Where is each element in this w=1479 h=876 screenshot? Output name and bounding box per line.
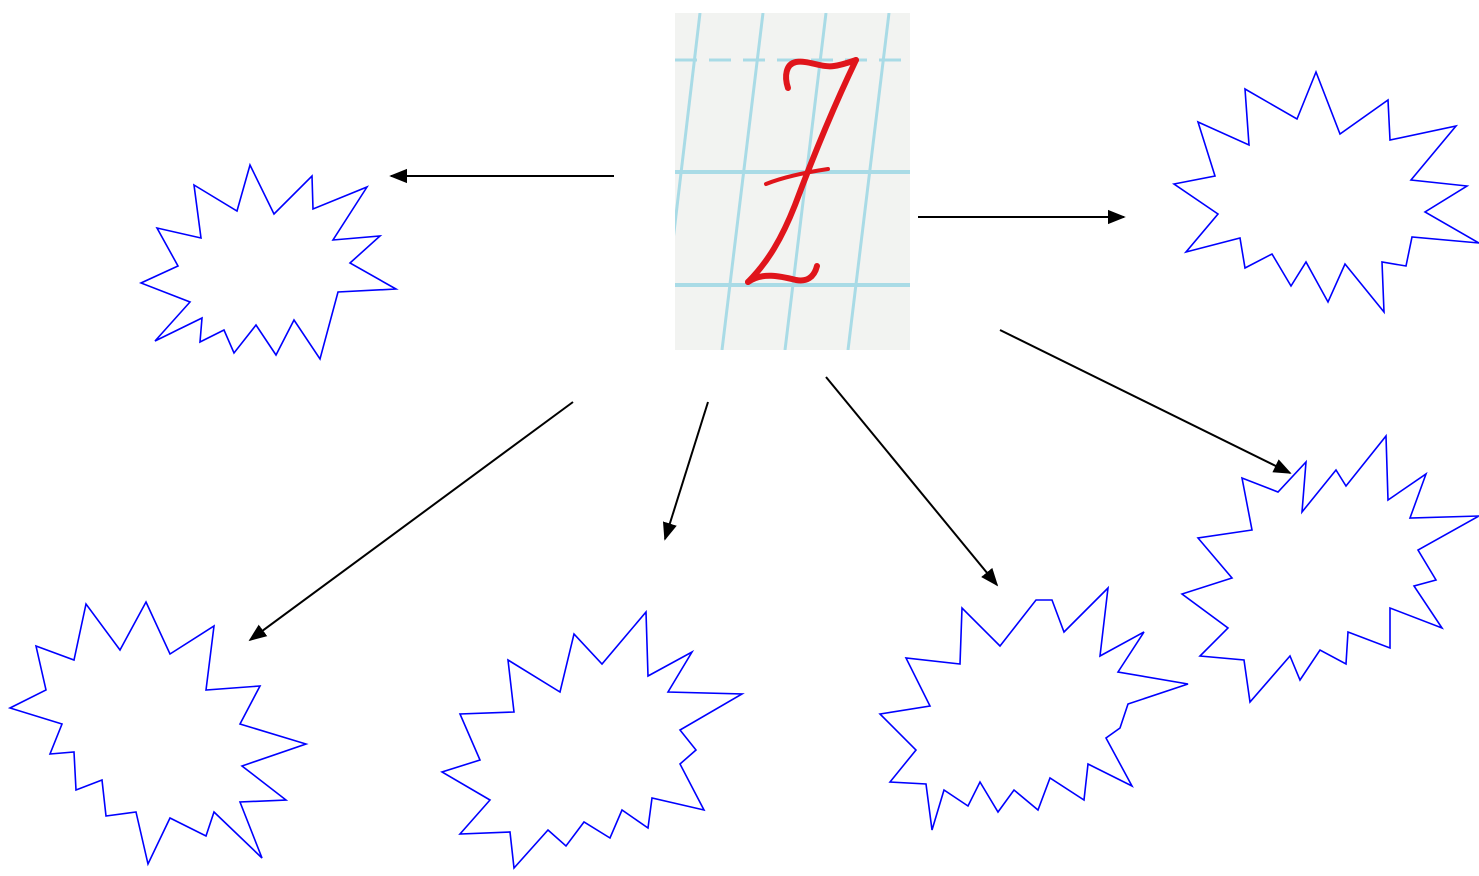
handwritten-letter-z — [745, 57, 859, 285]
arrow-to-bottom-right-bubble — [825, 376, 999, 587]
arrow-to-right-middle-bubble — [999, 329, 1292, 474]
slant-line — [675, 13, 702, 237]
burst-bubble-bottom-left — [7, 600, 309, 867]
arrow-to-bottom-left-bubble — [248, 401, 574, 642]
burst-bubbles — [7, 69, 1479, 870]
center-letter-card — [675, 13, 910, 350]
burst-bubble-bottom-middle — [440, 609, 745, 870]
slant-line — [720, 13, 765, 350]
arrow-to-bottom-middle-bubble — [662, 401, 709, 541]
burst-bubble-right-middle — [1180, 433, 1479, 704]
slant-line — [846, 13, 891, 350]
arrows — [248, 168, 1292, 642]
burst-bubble-left — [138, 162, 399, 361]
burst-bubble-bottom-right — [878, 585, 1189, 831]
burst-bubble-right-top — [1171, 69, 1479, 315]
